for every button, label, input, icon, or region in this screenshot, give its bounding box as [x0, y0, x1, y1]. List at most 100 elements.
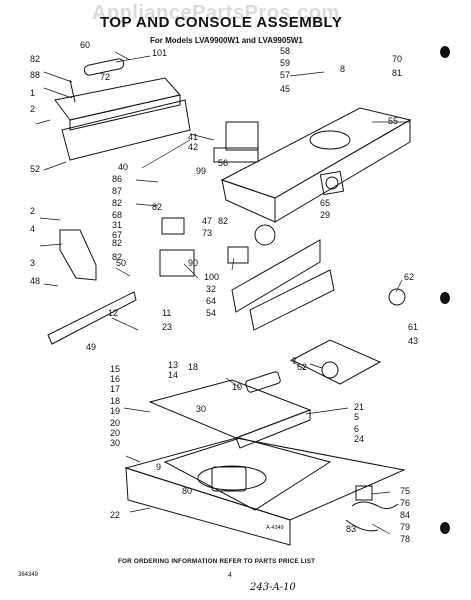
part-callout-79: 79 [400, 522, 410, 532]
part-callout-49: 49 [86, 342, 96, 352]
part-callout-43: 43 [408, 336, 418, 346]
part-callout-18: 18 [110, 396, 120, 406]
control-knob-mount [319, 170, 345, 196]
figure-code: A-4349 [266, 525, 284, 531]
part-callout-9: 9 [156, 462, 161, 472]
part-callout-68: 68 [112, 210, 122, 220]
part-callout-52: 52 [30, 164, 40, 174]
part-callout-4: 4 [30, 224, 35, 234]
part-callout-20: 20 [110, 428, 120, 438]
part-callout-24: 24 [354, 434, 364, 444]
part-callout-21: 21 [354, 402, 364, 412]
part-callout-70: 70 [392, 54, 402, 64]
page-number: 4 [228, 572, 232, 579]
part-callout-100: 100 [204, 272, 219, 282]
part-callout-58: 58 [280, 46, 290, 56]
part-callout-41: 41 [188, 132, 198, 142]
part-callout-88: 88 [30, 70, 40, 80]
part-callout-83: 83 [346, 524, 356, 534]
part-callout-78: 78 [400, 534, 410, 544]
trim-strip [47, 291, 137, 345]
part-callout-31: 31 [112, 220, 122, 230]
part-callout-22: 22 [110, 510, 120, 520]
ordering-note: FOR ORDERING INFORMATION REFER TO PARTS … [118, 558, 316, 565]
part-callout-50: 50 [116, 258, 126, 268]
part-callout-1: 1 [30, 88, 35, 98]
part-callout-73: 73 [202, 228, 212, 238]
lid-switch-assembly [345, 485, 399, 532]
part-callout-32: 32 [206, 284, 216, 294]
part-callout-56: 56 [218, 158, 228, 168]
switch-assembly [159, 217, 276, 277]
part-callout-82: 82 [112, 238, 122, 248]
handwritten-note: 243-A-10 [250, 582, 296, 593]
diagram-subtitle: For Models LVA9900W1 and LVA9905W1 [150, 36, 303, 45]
part-callout-30: 30 [196, 404, 206, 414]
washer-top-cover [124, 379, 406, 546]
part-callout-57: 57 [280, 70, 290, 80]
lid-handle [245, 371, 281, 393]
part-callout-82: 82 [112, 198, 122, 208]
part-callout-72: 72 [100, 72, 110, 82]
part-callout-67: 67 [112, 230, 122, 240]
part-callout-15: 15 [110, 364, 120, 374]
part-callout-16: 16 [110, 374, 120, 384]
part-callout-82: 82 [112, 252, 122, 262]
part-callout-18: 18 [188, 362, 198, 372]
binder-hole-middle [440, 292, 450, 304]
part-callout-3: 3 [30, 258, 35, 268]
part-callout-61: 61 [408, 322, 418, 332]
part-callout-62: 62 [404, 272, 414, 282]
part-callout-82: 82 [30, 54, 40, 64]
part-callout-5: 5 [354, 412, 359, 422]
diagram-title: TOP AND CONSOLE ASSEMBLY [100, 14, 343, 31]
part-callout-14: 14 [168, 370, 178, 380]
part-callout-47: 47 [202, 216, 212, 226]
part-callout-55: 55 [388, 116, 398, 126]
part-callout-86: 86 [112, 174, 122, 184]
part-callout-81: 81 [392, 68, 402, 78]
part-callout-40: 40 [118, 162, 128, 172]
binder-hole-top [440, 46, 450, 58]
part-callout-2: 2 [30, 104, 35, 114]
timer-housing [213, 121, 259, 163]
part-callout-60: 60 [80, 40, 90, 50]
part-callout-62: 62 [297, 362, 307, 372]
part-callout-54: 54 [206, 308, 216, 318]
selector-knob [290, 288, 406, 385]
side-bracket [59, 229, 97, 281]
part-callout-90: 90 [188, 258, 198, 268]
part-callout-75: 75 [400, 486, 410, 496]
part-callout-82: 82 [218, 216, 228, 226]
part-callout-45: 45 [280, 84, 290, 94]
binder-hole-bottom [440, 522, 450, 534]
part-callout-8: 8 [340, 64, 345, 74]
part-callout-11: 11 [162, 308, 171, 318]
document-code: 384349 [18, 572, 39, 578]
part-callout-6: 6 [354, 424, 359, 434]
part-callout-101: 101 [152, 48, 167, 58]
part-callout-76: 76 [400, 498, 410, 508]
part-callout-10: 10 [232, 382, 242, 392]
part-callout-7: 7 [292, 356, 297, 366]
console-end-bracket [54, 77, 191, 161]
part-callout-20: 20 [110, 418, 120, 428]
part-callout-59: 59 [280, 58, 290, 68]
part-callout-64: 64 [206, 296, 216, 306]
part-callout-65: 65 [320, 198, 330, 208]
watermark: AppliancePartsPros.com [92, 2, 340, 24]
part-callout-80: 80 [182, 486, 192, 496]
part-callout-87: 87 [112, 186, 122, 196]
part-callout-48: 48 [30, 276, 40, 286]
part-callout-12: 12 [108, 308, 118, 318]
leader-lines [35, 51, 410, 535]
part-callout-84: 84 [400, 510, 410, 520]
part-callout-99: 99 [196, 166, 206, 176]
part-callout-13: 13 [168, 360, 178, 370]
part-callout-30: 30 [110, 438, 120, 448]
part-callout-42: 42 [188, 142, 198, 152]
part-callout-23: 23 [162, 322, 172, 332]
